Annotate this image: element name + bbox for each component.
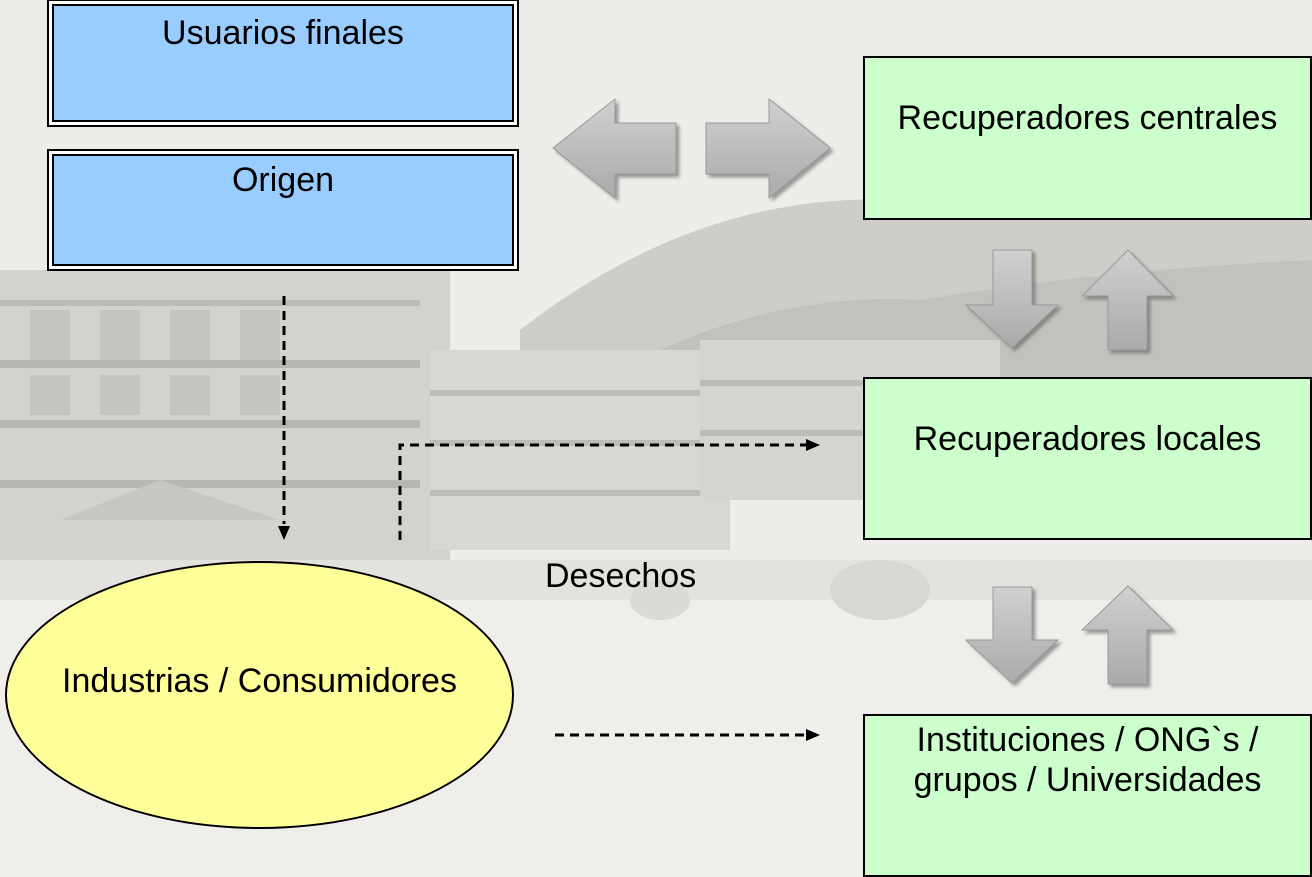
- usuarios-finales-label: Usuarios finales: [162, 14, 404, 52]
- dashed-industrias-to-locales: [398, 443, 806, 540]
- usuarios-finales-box: Usuarios finales: [52, 4, 514, 122]
- arrowhead-right-icon: [806, 729, 820, 741]
- up-block-arrow-icon: [1080, 249, 1175, 351]
- origen-label: Origen: [231, 161, 335, 199]
- desechos-label: Desechos: [545, 557, 697, 595]
- industrias-consumidores-ellipse: Industrias / Consumidores: [5, 561, 514, 829]
- instituciones-label: Instituciones / ONG`s / grupos / Univers…: [913, 721, 1262, 799]
- arrowhead-down-icon: [278, 526, 290, 540]
- arrowhead-right-icon: [806, 439, 820, 451]
- recuperadores-centrales-box: Recuperadores centrales: [863, 56, 1312, 220]
- instituciones-box: Instituciones / ONG`s / grupos / Univers…: [863, 714, 1312, 877]
- recuperadores-centrales-label: Recuperadores centrales: [897, 99, 1278, 137]
- down-block-arrow-icon: [964, 586, 1060, 684]
- up-block-arrow-icon: [1080, 585, 1175, 685]
- industrias-consumidores-label: Industrias / Consumidores: [62, 662, 457, 700]
- right-block-arrow-icon: [705, 97, 831, 200]
- recuperadores-locales-label: Recuperadores locales: [913, 419, 1262, 458]
- left-block-arrow-icon: [552, 97, 677, 200]
- recuperadores-locales-box: Recuperadores locales: [863, 377, 1312, 540]
- down-block-arrow-icon: [964, 249, 1060, 349]
- origen-box: Origen: [52, 154, 514, 266]
